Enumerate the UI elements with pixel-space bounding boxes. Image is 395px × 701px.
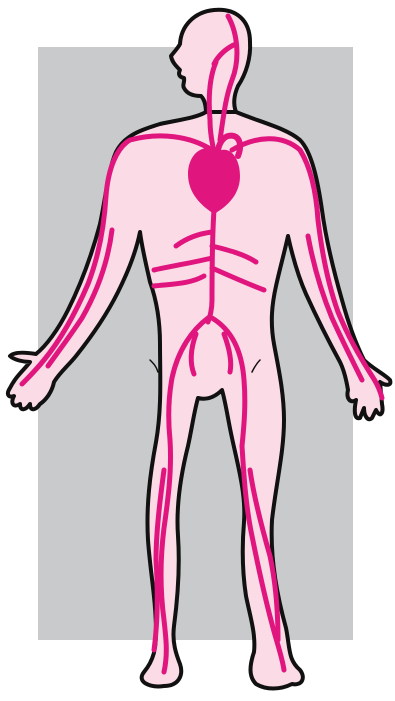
circulatory-system-illustration <box>0 0 395 701</box>
